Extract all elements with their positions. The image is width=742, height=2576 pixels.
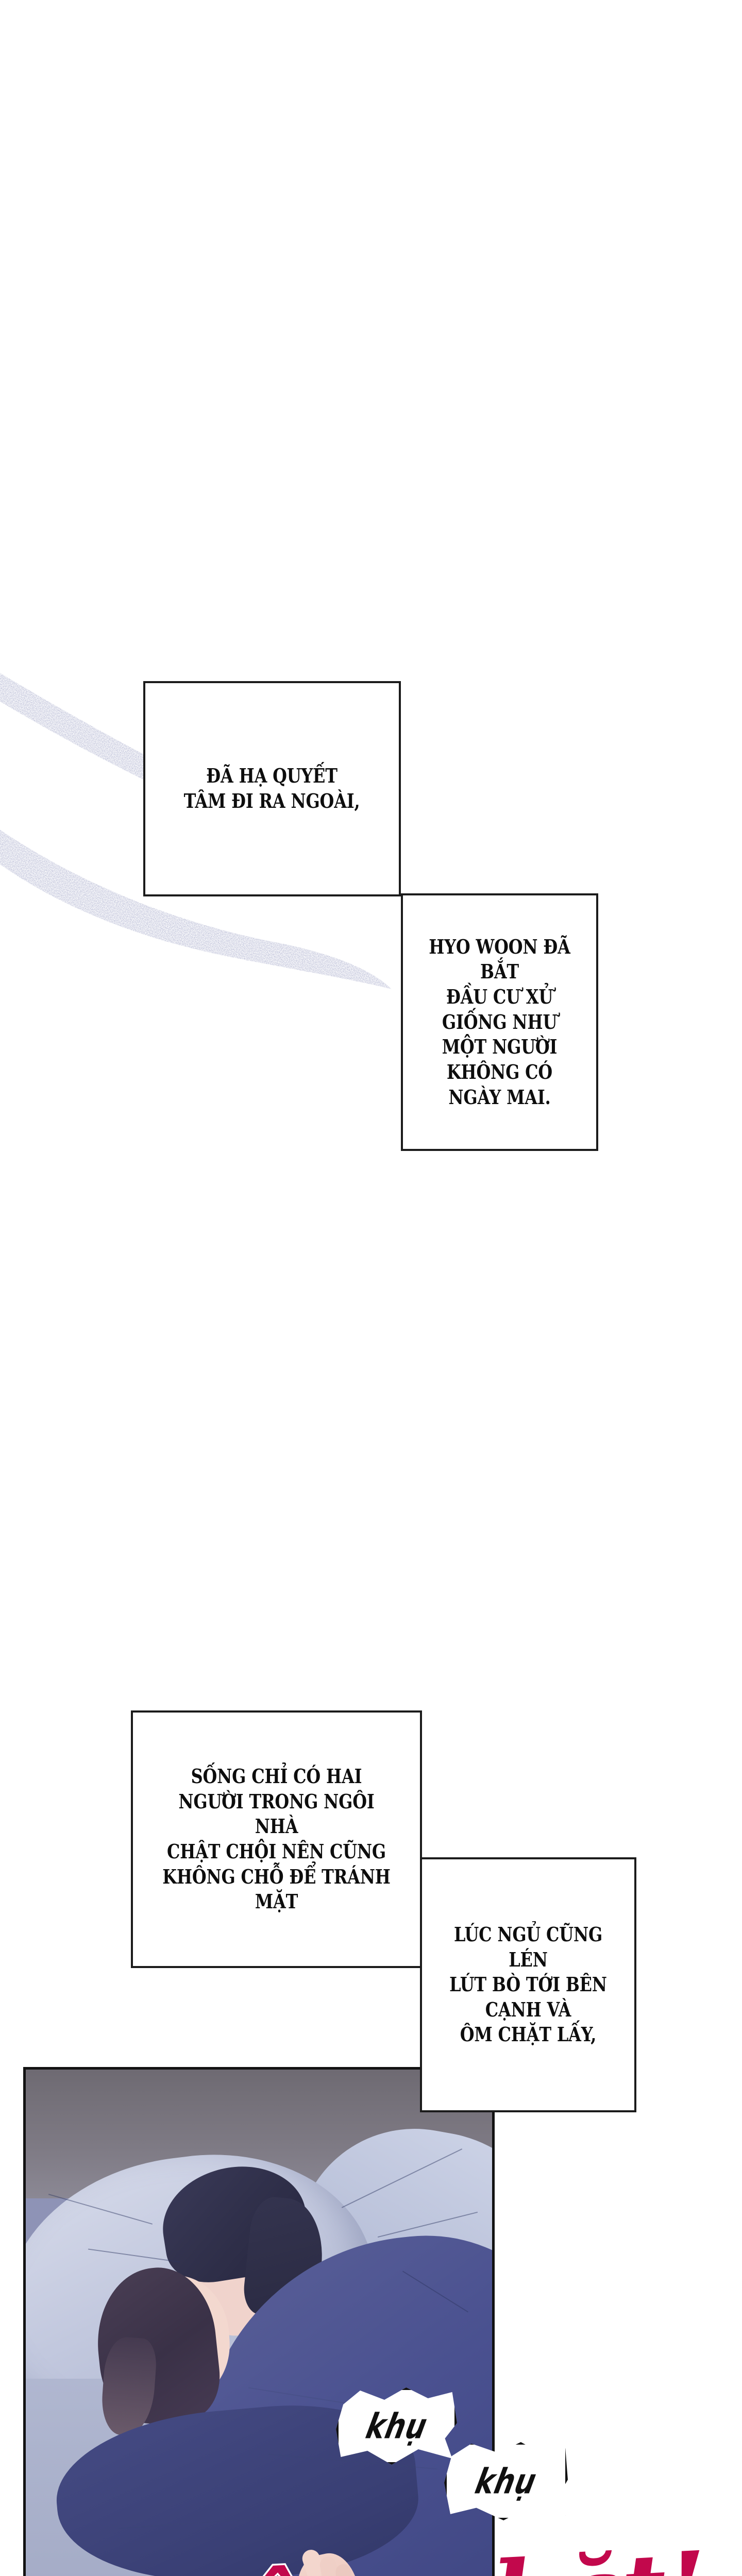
script-overlay-text: ôm chặt! bbox=[237, 2528, 709, 2576]
caption-text-1: ĐÃ HẠ QUYẾT TÂM ĐI RA NGOÀI, bbox=[184, 764, 360, 812]
sfx-text-khu-1: khụ bbox=[362, 2405, 431, 2447]
caption-text-4: LÚC NGỦ CŨNG LÉN LÚT BÒ TỚI BÊN CẠNH VÀ … bbox=[449, 1922, 607, 2046]
illustration-panel bbox=[23, 2067, 495, 2576]
sfx-burst-khu-1: khụ bbox=[336, 2387, 457, 2465]
script-overlay: ôm chặt! bbox=[237, 2514, 709, 2576]
caption-box-3: SỐNG CHỈ CÓ HAI NGƯỜI TRONG NGÔI NHÀ CHẬ… bbox=[131, 1710, 422, 1968]
caption-text-3: SỐNG CHỈ CÓ HAI NGƯỜI TRONG NGÔI NHÀ CHẬ… bbox=[162, 1765, 391, 1913]
caption-box-1: ĐÃ HẠ QUYẾT TÂM ĐI RA NGOÀI, bbox=[143, 681, 401, 896]
sfx-burst-khu-2: khụ bbox=[444, 2442, 568, 2520]
caption-box-2: HYO WOON ĐÃ BẮT ĐẦU CƯ XỬ GIỐNG NHƯ MỘT … bbox=[401, 893, 598, 1151]
caption-text-2: HYO WOON ĐÃ BẮT ĐẦU CƯ XỬ GIỐNG NHƯ MỘT … bbox=[429, 935, 570, 1109]
caption-box-4: LÚC NGỦ CŨNG LÉN LÚT BÒ TỚI BÊN CẠNH VÀ … bbox=[420, 1857, 636, 2112]
sfx-text-khu-2: khụ bbox=[471, 2461, 541, 2502]
